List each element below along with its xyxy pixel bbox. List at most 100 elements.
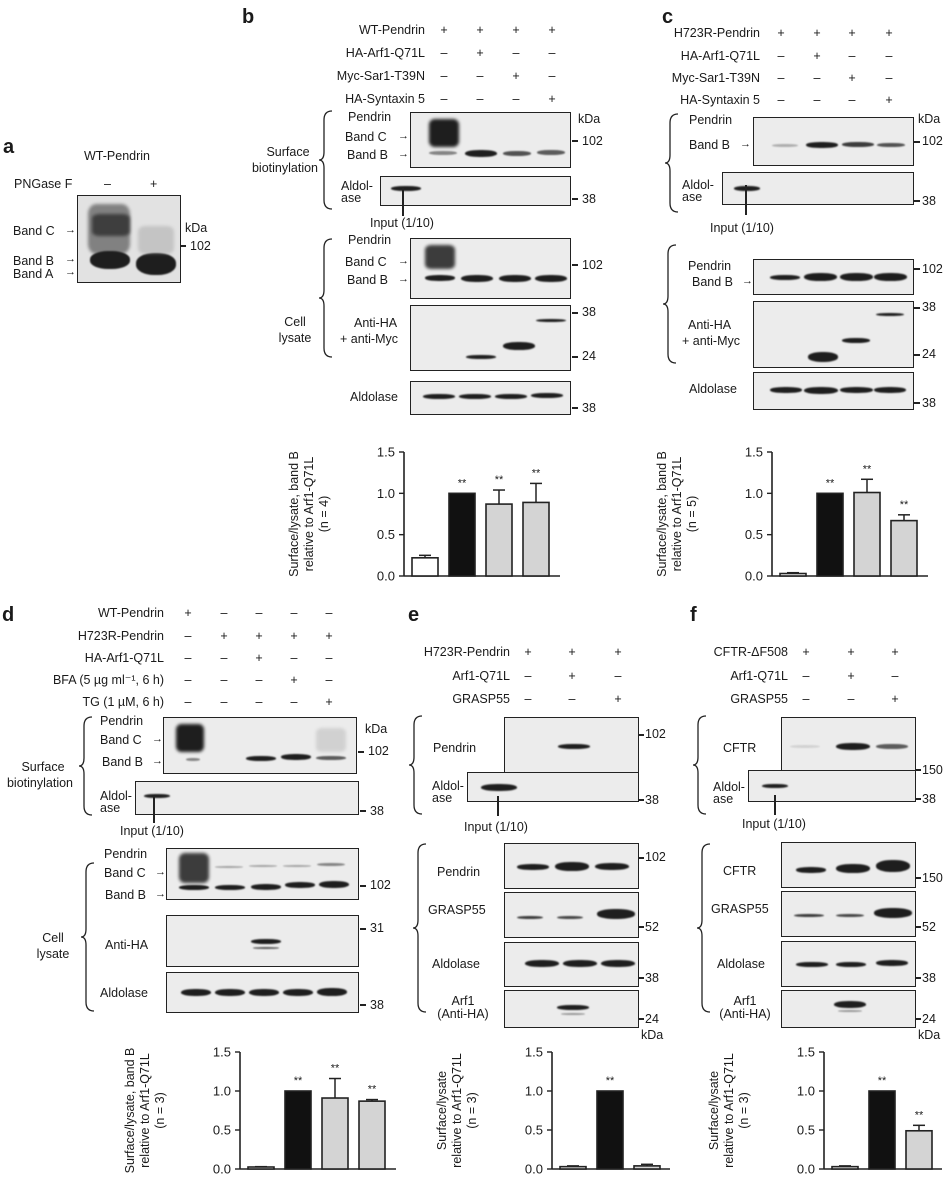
- cond-sign: +: [614, 645, 622, 659]
- marker-102: 102: [922, 134, 943, 148]
- aldolase-label: ase: [432, 791, 453, 805]
- y-tick-label: 0.0: [797, 1162, 815, 1177]
- pngase-plus: +: [150, 177, 158, 191]
- cond-sign: –: [777, 93, 785, 107]
- y-tick-label: 1.5: [377, 445, 395, 460]
- blot-e-lysate-arf1: [504, 990, 639, 1028]
- cond-sign: –: [184, 673, 192, 687]
- cond-sign: –: [813, 71, 821, 85]
- blot-b-surface-aldolase: [380, 176, 571, 206]
- blot-b-surface-pendrin: [410, 112, 571, 168]
- cond-sign: –: [885, 49, 893, 63]
- row-label: Myc-Sar1-T39N: [671, 71, 760, 85]
- y-tick-label: 0.5: [525, 1123, 543, 1138]
- y-tick-label: 1.5: [745, 445, 763, 460]
- row-label: Myc-Sar1-T39N: [336, 69, 425, 83]
- y-tick-label: 0.0: [525, 1162, 543, 1177]
- marker-150: 150: [922, 763, 943, 777]
- cond-sign: –: [184, 651, 192, 665]
- significance-marker: **: [863, 463, 872, 475]
- arrow-icon: →: [65, 266, 76, 278]
- cond-sign: –: [524, 669, 532, 683]
- y-tick-label: 0.5: [213, 1123, 231, 1138]
- cond-sign: +: [524, 645, 532, 659]
- row-label: Arf1-Q71L: [730, 669, 788, 683]
- marker-38: 38: [645, 971, 659, 985]
- brace-icon: [318, 110, 333, 210]
- marker-38: 38: [645, 793, 659, 807]
- cond-sign: +: [548, 23, 556, 37]
- antibody-label: Anti-HA: [105, 938, 149, 952]
- kda-label: kDa: [185, 221, 208, 235]
- marker-38: 38: [922, 396, 936, 410]
- brace-icon: [78, 716, 93, 816]
- cond-sign: –: [290, 651, 298, 665]
- aldolase-label: ase: [100, 801, 121, 815]
- row-label: Arf1-Q71L: [452, 669, 510, 683]
- marker-31: 31: [370, 921, 384, 935]
- brace-icon: [318, 238, 333, 358]
- arrow-icon: →: [398, 148, 409, 160]
- marker-150: 150: [922, 871, 943, 885]
- cond-sign: –: [813, 93, 821, 107]
- bar: [284, 1090, 312, 1170]
- band-b-label: Band B: [102, 755, 144, 769]
- arrow-icon: →: [152, 755, 163, 767]
- grasp55-label: GRASP55: [428, 903, 486, 917]
- bar: [853, 491, 881, 577]
- kda-label: kDa: [918, 1028, 941, 1042]
- aldolase-label: Aldolase: [689, 382, 737, 396]
- significance-marker: **: [826, 477, 835, 489]
- row-label: HA-Arf1-Q71L: [680, 49, 760, 63]
- cond-sign: +: [885, 93, 893, 107]
- marker-52: 52: [922, 920, 936, 934]
- panel-letter-e: e: [408, 604, 420, 626]
- cond-sign: +: [325, 629, 333, 643]
- y-tick-label: 0.0: [745, 569, 763, 584]
- blot-b-lysate-pendrin: [410, 238, 571, 299]
- row-label: TG (1 µM, 6 h): [82, 695, 164, 709]
- band-a-label: Band A: [13, 267, 54, 281]
- bar: [816, 492, 844, 577]
- brace-icon: [412, 843, 427, 1013]
- cond-sign: –: [255, 695, 263, 709]
- marker-24: 24: [922, 1012, 936, 1026]
- significance-marker: **: [495, 474, 504, 486]
- band-b-label: Band B: [689, 138, 731, 152]
- cond-sign: –: [220, 695, 228, 709]
- blot-f-lysate-grasp55: [781, 891, 916, 937]
- cond-sign: –: [255, 673, 263, 687]
- cond-sign: +: [848, 26, 856, 40]
- cond-sign: +: [476, 46, 484, 60]
- cond-sign: +: [184, 606, 192, 620]
- kda-label: kDa: [918, 112, 941, 126]
- y-tick-label: 1.0: [797, 1084, 815, 1099]
- y-axis-label: (n = 5): [685, 496, 699, 532]
- aldolase-label: Aldolase: [100, 986, 148, 1000]
- bar: [559, 1165, 587, 1170]
- panel-a-title: WT-Pendrin: [84, 149, 150, 163]
- cond-sign: +: [847, 645, 855, 659]
- aldolase-label: Aldol-: [432, 779, 464, 793]
- input-label: Input (1/10): [120, 824, 184, 838]
- blot-c-surface-aldolase: [722, 172, 914, 205]
- cond-sign: –: [891, 669, 899, 683]
- arf1-label: (Anti-HA): [437, 1007, 489, 1021]
- y-axis-label: Surface/lysate: [707, 1071, 721, 1150]
- row-label: HA-Syntaxin 5: [680, 93, 760, 107]
- y-axis-label: Surface/lysate, band B: [287, 451, 301, 577]
- cond-sign: –: [290, 606, 298, 620]
- cond-sign: –: [548, 69, 556, 83]
- arrow-icon: →: [398, 273, 409, 285]
- marker-52: 52: [645, 920, 659, 934]
- group-label: lysate: [36, 947, 70, 961]
- band-b-label: Band B: [692, 275, 734, 289]
- y-axis-label: (n = 3): [153, 1092, 167, 1128]
- blot-d-lysate-pendrin: [166, 848, 359, 900]
- group-label: Cell: [42, 931, 64, 945]
- band-c-label: Band C: [100, 733, 142, 747]
- cond-sign: –: [548, 46, 556, 60]
- aldolase-label: ase: [713, 792, 734, 806]
